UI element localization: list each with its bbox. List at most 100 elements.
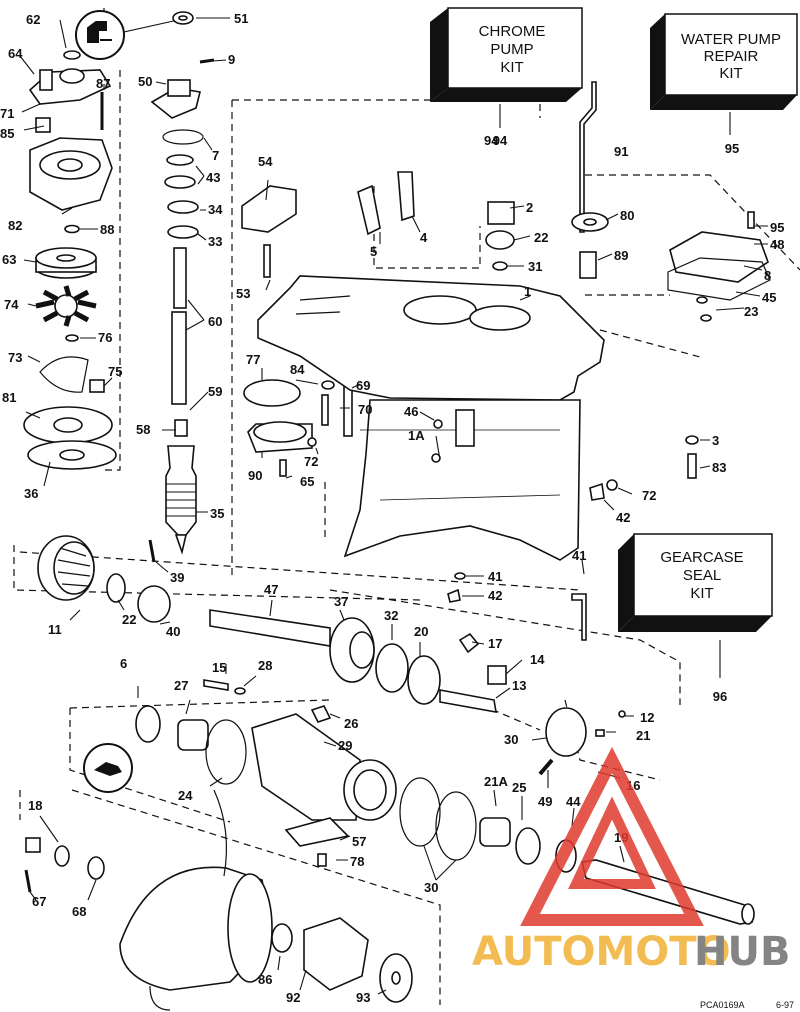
callout-label: 15 — [212, 660, 226, 675]
callout-label: 51 — [234, 11, 248, 26]
lower-gear-train — [37, 535, 755, 925]
callout-leaders — [19, 17, 768, 995]
callout-label: 14 — [530, 652, 545, 667]
callout-label: 5 — [370, 244, 377, 259]
callout-label: 8 — [764, 268, 771, 283]
callout-label: 90 — [248, 468, 262, 483]
callout-label: 45 — [762, 290, 776, 305]
callout-label: 73 — [8, 350, 22, 365]
callout-label: 47 — [264, 582, 278, 597]
gearcase-seal-kit-box: GEARCASE SEAL KIT 96 — [618, 533, 773, 704]
seal-kit-line1: GEARCASE — [660, 549, 743, 566]
callout-label: 26 — [344, 716, 358, 731]
callout-label: 91 — [614, 144, 628, 159]
callout-label: 17 — [488, 636, 502, 651]
callout-label: 64 — [8, 46, 23, 61]
callout-label: 48 — [770, 237, 784, 252]
callout-label: 6 — [120, 656, 127, 671]
center-upper-parts — [241, 81, 771, 477]
callout-label: 95 — [770, 220, 784, 235]
callout-label: 65 — [300, 474, 314, 489]
callout-label: 88 — [100, 222, 114, 237]
callout-label: 20 — [414, 624, 428, 639]
callout-label: 68 — [72, 904, 86, 919]
callout-label: 3 — [712, 433, 719, 448]
gearcase-housing — [257, 275, 605, 561]
callout-label: 13 — [512, 678, 526, 693]
callout-label: 75 — [108, 364, 122, 379]
water-kit-line2: REPAIR — [704, 48, 759, 65]
wrench-tool-icon — [87, 21, 112, 43]
chrome-kit-number: 94 — [493, 133, 508, 148]
callout-label: 81 — [2, 390, 16, 405]
callout-label: 80 — [620, 208, 634, 223]
callout-label: 35 — [210, 506, 224, 521]
callout-label: 60 — [208, 314, 222, 329]
callout-label: 93 — [356, 990, 370, 1005]
callout-label: 89 — [614, 248, 628, 263]
callout-label: 41 — [572, 548, 586, 563]
callout-label: 72 — [304, 454, 318, 469]
callout-label: 70 — [358, 402, 372, 417]
callout-label: 32 — [384, 608, 398, 623]
callout-label: 85 — [0, 126, 14, 141]
chrome-kit-line3: KIT — [500, 59, 523, 76]
callout-label: 67 — [32, 894, 46, 909]
seal-kit-line3: KIT — [690, 585, 713, 602]
water-kit-line1: WATER PUMP — [681, 31, 781, 48]
callout-label: 82 — [8, 218, 22, 233]
callout-label: 30 — [424, 880, 438, 895]
figure-code: PCA0169A — [700, 1000, 745, 1010]
callout-label: 30 — [504, 732, 518, 747]
callout-label: 1A — [408, 428, 425, 443]
callout-label: 83 — [712, 460, 726, 475]
callout-label: 76 — [98, 330, 112, 345]
chrome-pump-kit-box: CHROME PUMP KIT 94 — [430, 7, 583, 148]
callout-label: 53 — [236, 286, 250, 301]
callout-label: 25 — [512, 780, 526, 795]
callout-label: 42 — [616, 510, 630, 525]
callout-label: 36 — [24, 486, 38, 501]
callout-label: 22 — [122, 612, 136, 627]
callout-label: 4 — [420, 230, 428, 245]
callout-label: 58 — [136, 422, 150, 437]
callout-label: 86 — [258, 972, 272, 987]
callout-label: 40 — [166, 624, 180, 639]
callout-label: 27 — [174, 678, 188, 693]
driveshaft-stack — [148, 11, 215, 563]
callout-label: 39 — [170, 570, 184, 585]
callout-label: 50 — [138, 74, 152, 89]
callout-label: 2 — [526, 200, 533, 215]
callout-label: 59 — [208, 384, 222, 399]
callout-label: 78 — [350, 854, 364, 869]
callout-label: 42 — [488, 588, 502, 603]
callout-label: 11 — [48, 622, 62, 637]
callout-label: 21A — [484, 774, 508, 789]
callout-label: 69 — [356, 378, 370, 393]
callout-label: 21 — [636, 728, 650, 743]
callout-label: 33 — [208, 234, 222, 249]
callout-label: 41 — [488, 569, 502, 584]
callout-label: 71 — [0, 106, 14, 121]
callout-label: 62 — [26, 12, 40, 27]
callout-label: 34 — [208, 202, 223, 217]
callout-labels: 62 51 64 9 87 50 71 85 7 43 34 33 82 88 … — [0, 11, 784, 1005]
seal-kit-number: 96 — [713, 689, 727, 704]
callout-label: 46 — [404, 404, 418, 419]
callout-label: 84 — [290, 362, 305, 377]
callout-label: 7 — [212, 148, 219, 163]
water-pump-kit-box: WATER PUMP REPAIR KIT 95 — [650, 13, 798, 156]
callout-label: 22 — [534, 230, 548, 245]
callout-label: 74 — [4, 297, 19, 312]
callout-label: 44 — [566, 794, 581, 809]
tool-icon-circle — [75, 10, 125, 60]
chrome-kit-line1: CHROME — [479, 23, 546, 40]
propeller-assembly — [24, 789, 413, 1011]
callout-label: 87 — [96, 76, 110, 91]
callout-label: 72 — [642, 488, 656, 503]
callout-label: 1 — [524, 284, 531, 299]
watermark-text-1: AUTOMOTO — [472, 929, 731, 975]
callout-label: 43 — [206, 170, 220, 185]
